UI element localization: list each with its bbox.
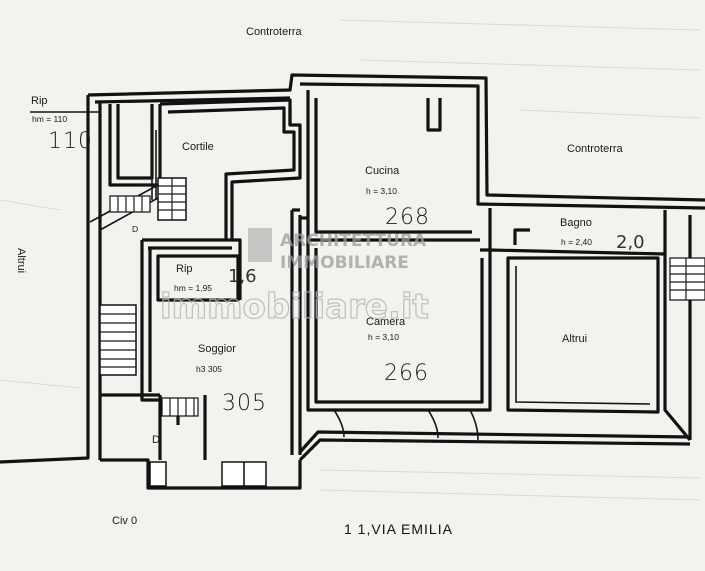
outer-walls bbox=[0, 73, 705, 490]
label-rip-small-area: 110 bbox=[48, 129, 93, 154]
label-rip-inner-h: hm = 1,95 bbox=[174, 283, 212, 293]
label-soggiorno-h: h3 305 bbox=[196, 364, 222, 374]
label-soggiorno: Soggior bbox=[198, 343, 236, 355]
label-rip-small-h: hm = 110 bbox=[32, 114, 67, 124]
label-rip-inner: Rip bbox=[176, 263, 193, 275]
stairs-soggiorno bbox=[161, 397, 199, 417]
front-windows bbox=[149, 461, 267, 487]
watermark: ARCHITETTURA IMMOBILIARE immobiliare.it bbox=[159, 228, 429, 328]
stairs-cortile bbox=[89, 177, 187, 231]
label-camera-area: 266 bbox=[384, 361, 429, 386]
label-cucina-h: h = 3,10 bbox=[366, 186, 397, 196]
scan-texture bbox=[0, 19, 701, 501]
camera-walls bbox=[306, 240, 492, 441]
room-labels: Controterra Controterra Rip hm = 110 110… bbox=[15, 26, 645, 537]
label-civ: Civ 0 bbox=[112, 515, 137, 527]
label-d-lower: D bbox=[152, 434, 160, 446]
label-bagno-h: h = 2,40 bbox=[561, 237, 592, 247]
label-d-upper: D bbox=[132, 224, 138, 234]
label-altrui-right: Altrui bbox=[562, 333, 587, 345]
label-controterra-right: Controterra bbox=[567, 143, 624, 155]
label-cucina: Cucina bbox=[365, 165, 400, 177]
watermark-line1: ARCHITETTURA bbox=[280, 231, 427, 251]
cortile-walls bbox=[159, 98, 302, 240]
label-controterra-top: Controterra bbox=[246, 26, 303, 38]
label-camera: Camera bbox=[366, 316, 406, 328]
bagno-walls bbox=[488, 208, 705, 414]
label-camera-h: h = 3,10 bbox=[368, 332, 399, 342]
label-altrui-left: Altrui bbox=[15, 248, 27, 273]
label-bagno: Bagno bbox=[560, 217, 592, 229]
label-bagno-area: 2,0 bbox=[616, 232, 645, 253]
label-cucina-area: 268 bbox=[385, 205, 430, 230]
label-soggiorno-area: 305 bbox=[222, 391, 267, 416]
watermark-site: immobiliare.it bbox=[160, 287, 429, 327]
rip-corner-room bbox=[108, 104, 162, 200]
watermark-line2: IMMOBILIARE bbox=[280, 253, 409, 273]
label-street: 1 1,VIA EMILIA bbox=[344, 521, 453, 537]
label-rip-small: Rip bbox=[31, 95, 48, 107]
stairs-left bbox=[99, 304, 137, 376]
label-cortile: Cortile bbox=[182, 141, 214, 153]
label-rip-inner-area: 1,6 bbox=[228, 266, 257, 287]
